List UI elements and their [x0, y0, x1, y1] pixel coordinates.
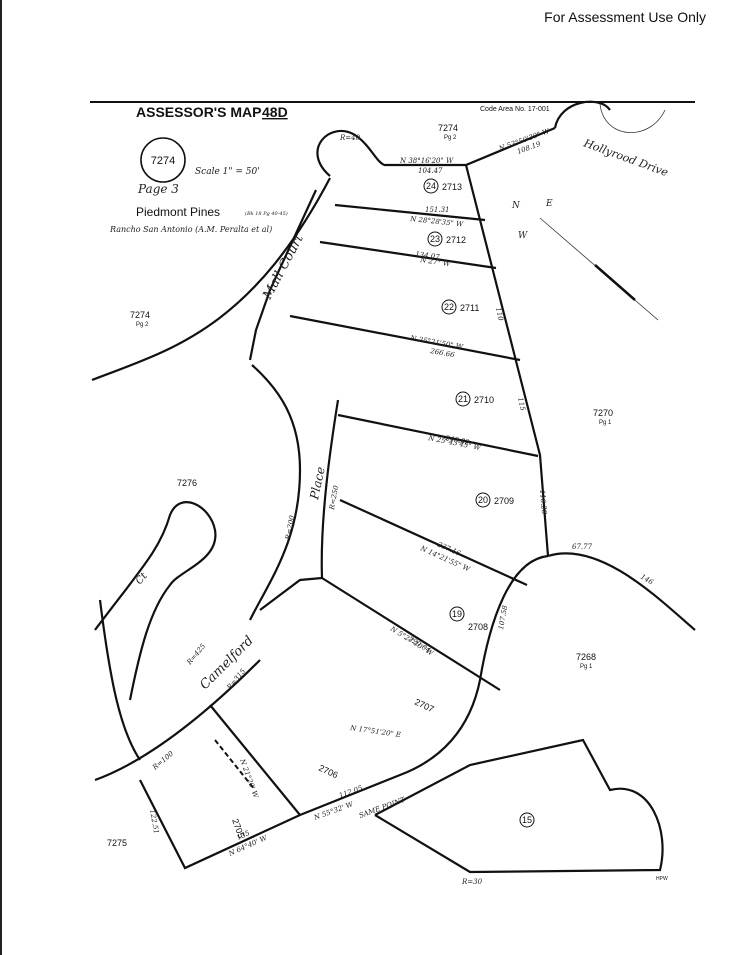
adjacent-7276: 7276 [177, 478, 197, 488]
lot-line-22-21 [289, 314, 521, 362]
north-arrow-shaft [594, 264, 636, 301]
distance-15: 116.28 [538, 489, 548, 515]
lot-22-number: 22 [444, 302, 454, 312]
compass-n: N [511, 201, 521, 211]
dashed-easement [214, 739, 256, 791]
assessment-notice: For Assessment Use Only [544, 9, 706, 25]
distance-1: 104.47 [418, 167, 443, 175]
lot-15-boundary [374, 738, 664, 874]
lot-22: 22 2711 [441, 299, 479, 315]
distance-17: 122.51 [148, 809, 160, 835]
distance-14: 115 [516, 397, 527, 412]
place-street-east [259, 399, 340, 611]
adjacent-7270-pg: Pg 1 [599, 420, 612, 426]
radius-1: R=40 [339, 134, 361, 142]
lot-19-parcel: 2708 [468, 622, 488, 632]
mall-court-label: Mall Court [260, 231, 307, 302]
ct-culdesac [94, 501, 217, 701]
code-area: Code Area No. 17-001 [480, 106, 550, 113]
bearing-10: N 55°32' W [312, 800, 355, 822]
lot-15-number: 15 [522, 815, 532, 825]
camelford-west [98, 599, 141, 761]
same-point-label: SAME POINT [358, 795, 407, 820]
parcel-2707: 2707 [413, 697, 435, 715]
lot-23-parcel: 2712 [446, 235, 466, 245]
adjacent-7270: 7270 [593, 408, 613, 418]
parcel-2706: 2706 [317, 763, 339, 781]
adjacent-7274-west: 7274 [130, 310, 150, 320]
lot-20: 20 2709 [475, 492, 514, 508]
lot-20-parcel: 2709 [494, 496, 514, 506]
lot-22-parcel: 2711 [460, 303, 479, 313]
lot-23-number: 23 [430, 234, 440, 244]
lot-19: 19 2708 [449, 606, 488, 632]
lot-line-19-2707 [321, 577, 501, 691]
lot-21-parcel: 2710 [474, 395, 494, 405]
lot-line-24-23 [334, 203, 486, 222]
rancho-label: Rancho San Antonio (A.M. Peralta et al) [109, 225, 272, 234]
lot-19-number: 19 [452, 609, 462, 619]
lot-24-number: 24 [426, 181, 436, 191]
bearing-1: N 38°16'20" W [399, 157, 454, 165]
book-number-circle [140, 137, 186, 183]
subdivision-ref: (Bk 18 Pg 40-45) [245, 210, 288, 217]
adjacent-7268: 7268 [576, 652, 596, 662]
distance-4: 134.07 [415, 250, 441, 261]
lot-15: 15 [519, 812, 535, 828]
hollyrood-arc [599, 103, 666, 133]
page-label: Page 3 [137, 182, 179, 196]
lot-23: 23 2712 [427, 231, 466, 247]
distance-11: 67.77 [572, 543, 593, 551]
map-number: 48D [262, 104, 288, 120]
subdivision-name: Piedmont Pines [136, 205, 220, 219]
ct-label: Ct [134, 570, 151, 587]
lot-line-20-19 [339, 498, 528, 587]
compass-e: E [545, 199, 553, 209]
adjacent-7268-pg: Pg 1 [580, 664, 593, 670]
place-street-west [249, 364, 302, 621]
lot-24-parcel: 2713 [442, 182, 462, 192]
camelford-south [94, 659, 261, 782]
lot-line-23-22 [319, 240, 497, 270]
radius-4: R=425 [185, 642, 208, 667]
lot-24: 24 2713 [423, 178, 462, 194]
mall-court-lower-line [91, 177, 331, 382]
lot-21-number: 21 [458, 394, 468, 404]
radius-7: R=30 [461, 878, 483, 886]
adjacent-7275: 7275 [107, 838, 127, 848]
map-title: ASSESSOR'S MAP [136, 104, 261, 120]
adjacent-7274-north: 7274 [438, 123, 458, 133]
lower-parcel-boundary [139, 554, 549, 870]
distance-9: 112.05 [338, 784, 364, 800]
book-number: 7274 [151, 155, 175, 167]
lot-20-number: 20 [478, 495, 488, 505]
radius-2: R=200 [284, 514, 296, 541]
mall-court-culdesac [316, 129, 385, 177]
distance-13: 110 [494, 307, 505, 322]
lot-line-2706-2705 [209, 704, 301, 816]
lot-line-21-20 [337, 413, 539, 458]
hollyrood-label: Hollyrood Drive [581, 136, 670, 179]
east-region-boundary [547, 552, 696, 631]
adjacent-7274-north-pg: Pg 2 [444, 135, 457, 141]
footer-note: HPW [656, 876, 668, 882]
distance-3: 151.31 [425, 206, 450, 214]
scale-label: Scale 1" = 50' [195, 167, 260, 177]
lot-21: 21 2710 [455, 391, 494, 407]
hollyrood-curve [553, 100, 611, 129]
radius-6: R=100 [150, 749, 175, 772]
compass-w: W [518, 231, 528, 241]
bearing-9: N 17°51'20" E [349, 724, 402, 739]
adjacent-7274-west-pg: Pg 2 [136, 322, 149, 328]
radius-3: R=250 [328, 484, 340, 511]
place-label: Place [307, 466, 328, 502]
east-boundary [464, 164, 550, 557]
